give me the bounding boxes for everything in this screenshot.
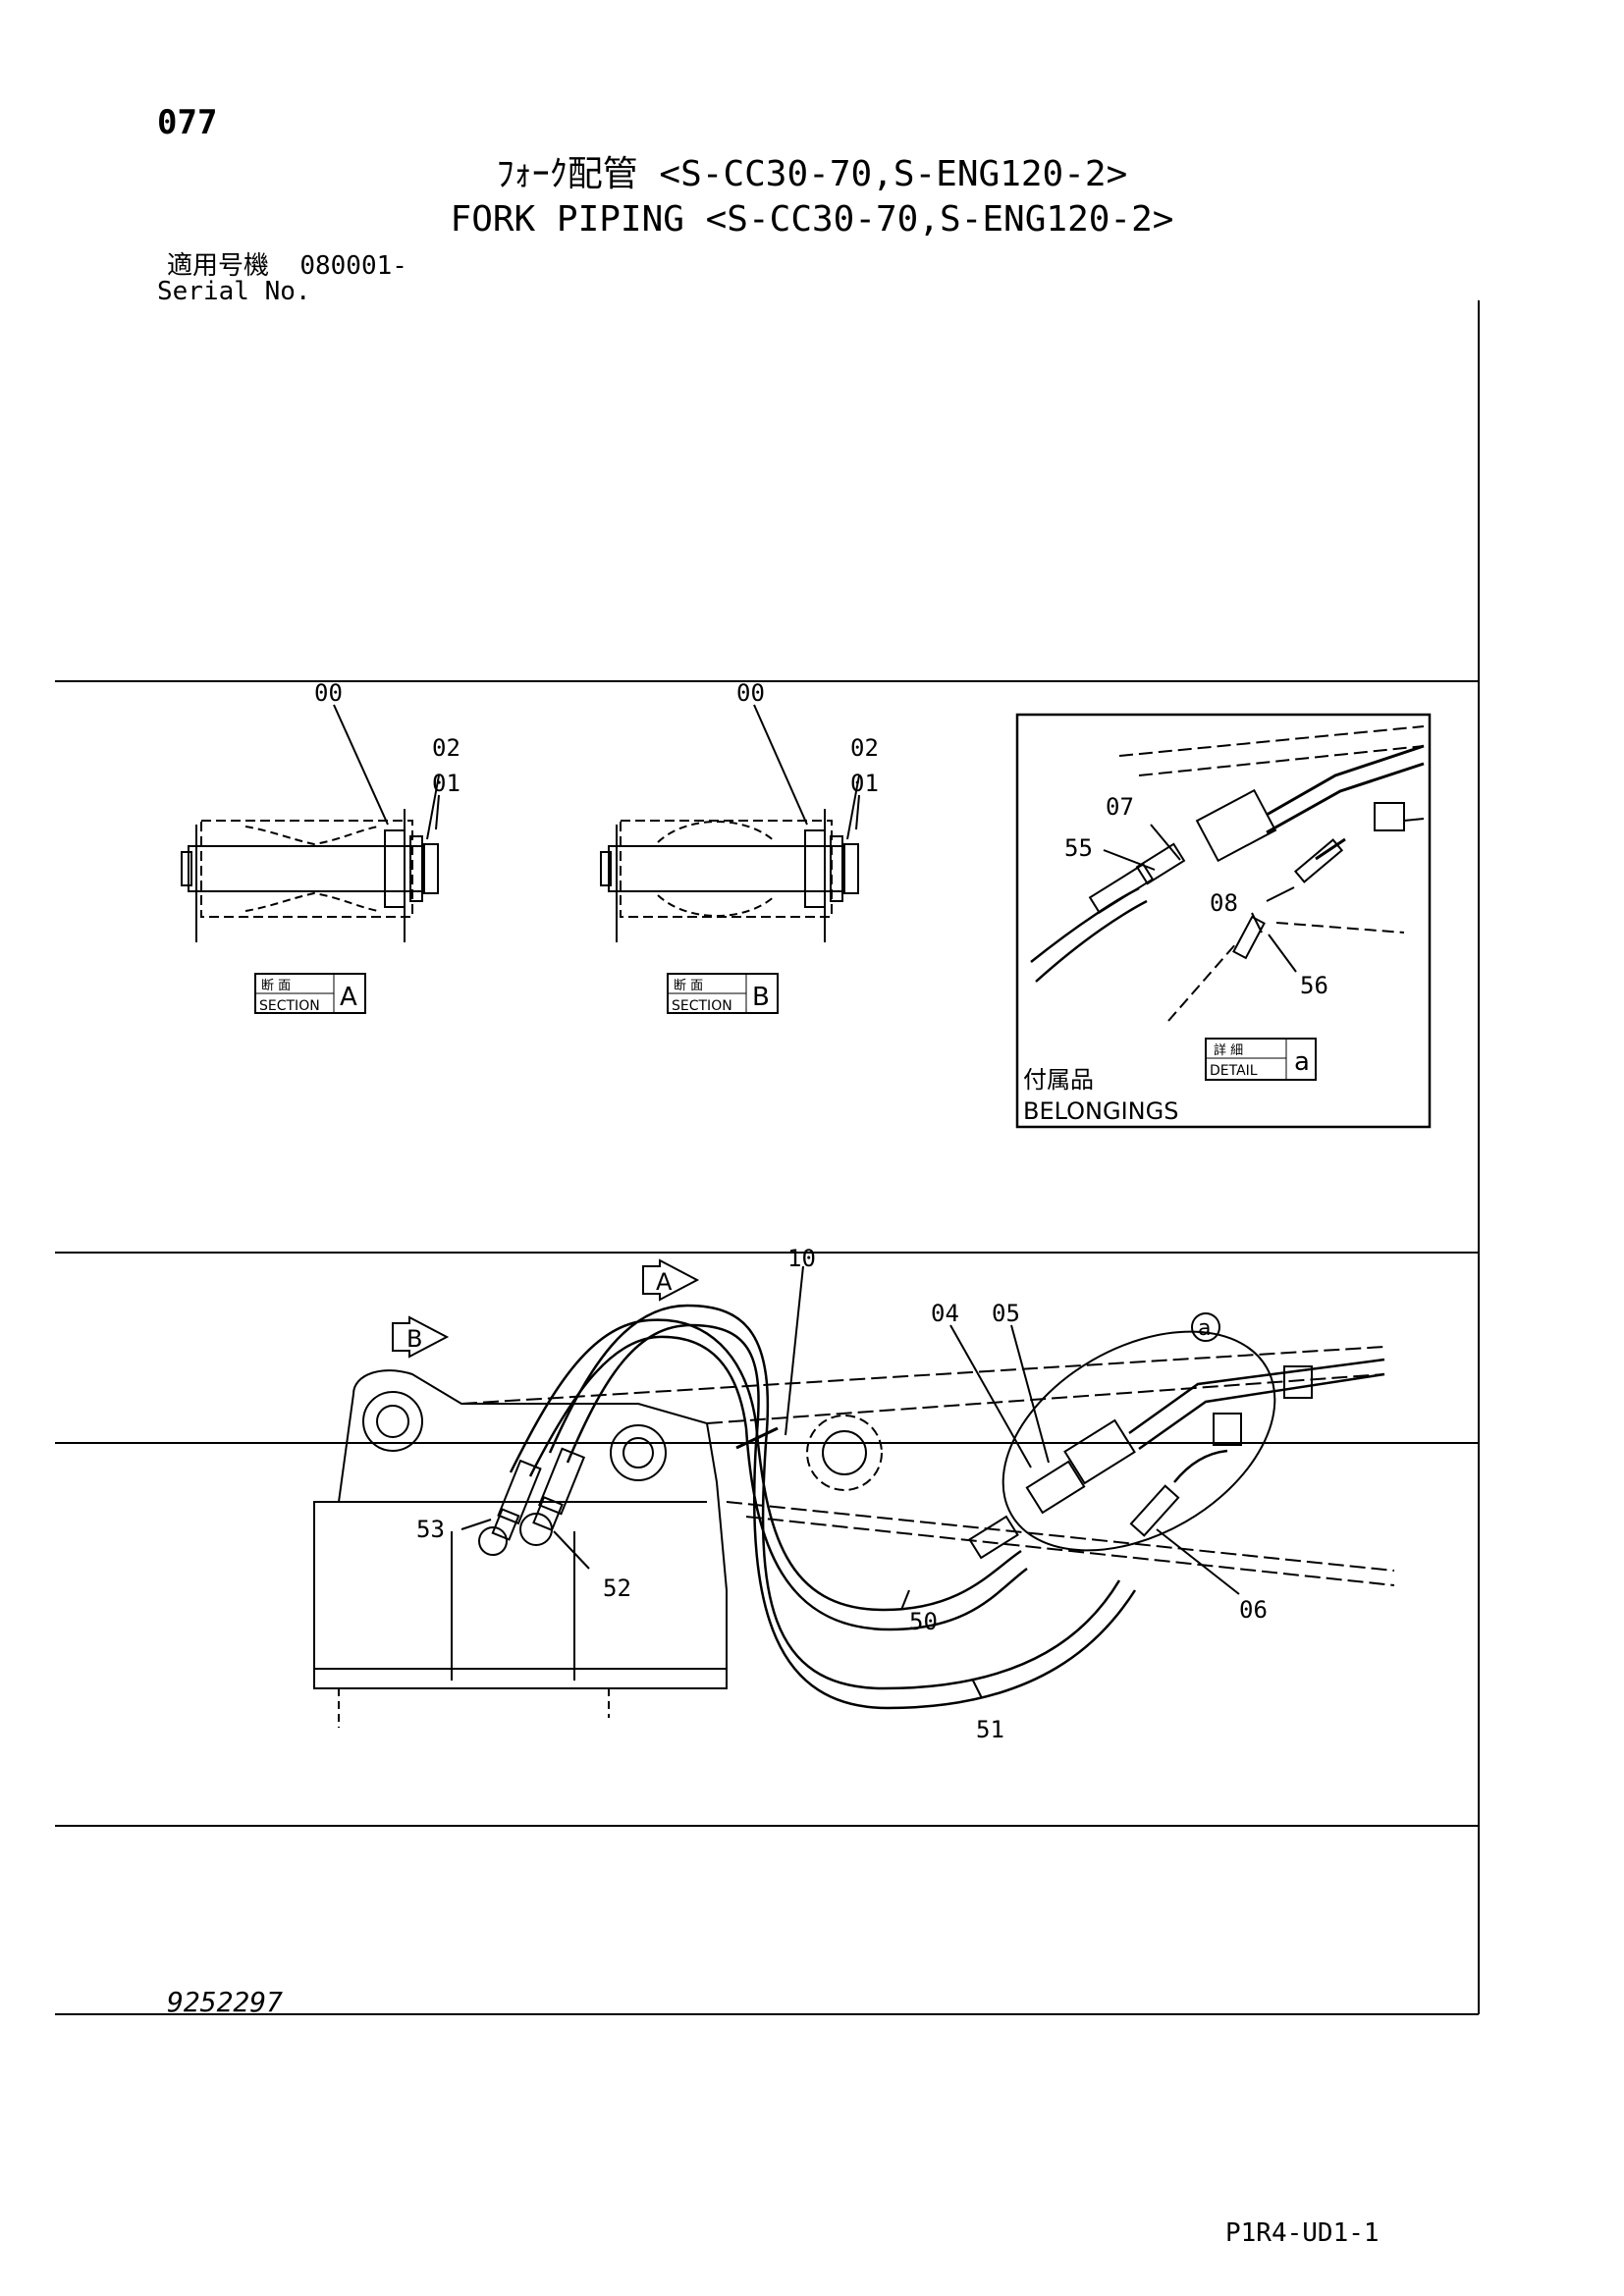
section-b-callout-01: 01	[850, 770, 879, 797]
main-callout-05: 05	[992, 1300, 1020, 1327]
section-b-label-box: 断 面 SECTION B	[667, 973, 779, 1014]
view-marker-a-letter: A	[656, 1268, 673, 1296]
detail-marker-a: a	[1198, 1316, 1211, 1341]
detail-a-label-box: 詳 細 DETAIL a	[1205, 1038, 1317, 1081]
serial-label-english: Serial No.	[157, 277, 311, 306]
section-a-label-jp: 断 面	[261, 979, 291, 993]
main-callout-50: 50	[909, 1608, 938, 1635]
section-a-callout-02: 02	[432, 734, 460, 762]
detail-a-panel: 07 55 08 56 詳 細 DETAIL a 付属品 BELONGINGS	[1015, 713, 1432, 1129]
detail-a-letter: a	[1294, 1047, 1310, 1077]
detail-a-callout-07: 07	[1106, 793, 1134, 821]
view-marker-a: A	[642, 1258, 700, 1302]
main-callout-52: 52	[603, 1575, 631, 1602]
belongings-label-en: BELONGINGS	[1023, 1097, 1178, 1125]
view-marker-b: B	[392, 1315, 450, 1359]
section-a-callout-01: 01	[432, 770, 460, 797]
section-b-label-en: SECTION	[672, 998, 732, 1014]
section-b-letter: B	[752, 983, 770, 1012]
detail-a-label-jp: 詳 細	[1214, 1042, 1243, 1058]
section-a-letter: A	[340, 983, 357, 1012]
section-b-callout-02: 02	[850, 734, 879, 762]
main-callout-53: 53	[416, 1516, 445, 1543]
detail-a-label-en: DETAIL	[1210, 1063, 1258, 1079]
main-assembly-view: A B	[313, 1245, 1395, 1743]
title-english: FORK PIPING <S-CC30-70,S-ENG120-2>	[450, 199, 1174, 240]
document-number: 9252297	[167, 1986, 284, 2018]
main-callout-51: 51	[976, 1716, 1004, 1743]
serial-label-jp-text: 適用号機	[167, 251, 270, 281]
main-callout-06: 06	[1239, 1596, 1268, 1624]
serial-value: 080001-	[299, 251, 407, 281]
section-b-view: 00 02 01 断 面 SECTION B	[600, 679, 879, 1014]
detail-a-callout-55: 55	[1064, 834, 1093, 862]
frame-lines	[55, 300, 1480, 2015]
section-a-callout-00: 00	[314, 679, 343, 707]
view-marker-b-letter: B	[406, 1325, 422, 1353]
section-b-callout-00: 00	[736, 679, 765, 707]
page-code: P1R4-UD1-1	[1225, 2218, 1380, 2248]
belongings-label-jp: 付属品	[1023, 1066, 1094, 1094]
main-callout-10: 10	[787, 1245, 816, 1272]
page-number: 077	[157, 103, 218, 142]
main-callout-04: 04	[931, 1300, 959, 1327]
detail-a-callout-08: 08	[1210, 889, 1238, 917]
serial-label-japanese: 適用号機 080001-	[167, 253, 407, 279]
section-b-label-jp: 断 面	[674, 979, 703, 993]
title-japanese: ﾌｫｰｸ配管 <S-CC30-70,S-ENG120-2>	[496, 154, 1128, 194]
section-a-label-en: SECTION	[259, 998, 320, 1014]
section-a-label-box: 断 面 SECTION A	[254, 973, 366, 1014]
detail-a-callout-56: 56	[1300, 972, 1328, 999]
section-a-view: 00 02 01 断 面 SECTION A	[181, 679, 460, 1014]
